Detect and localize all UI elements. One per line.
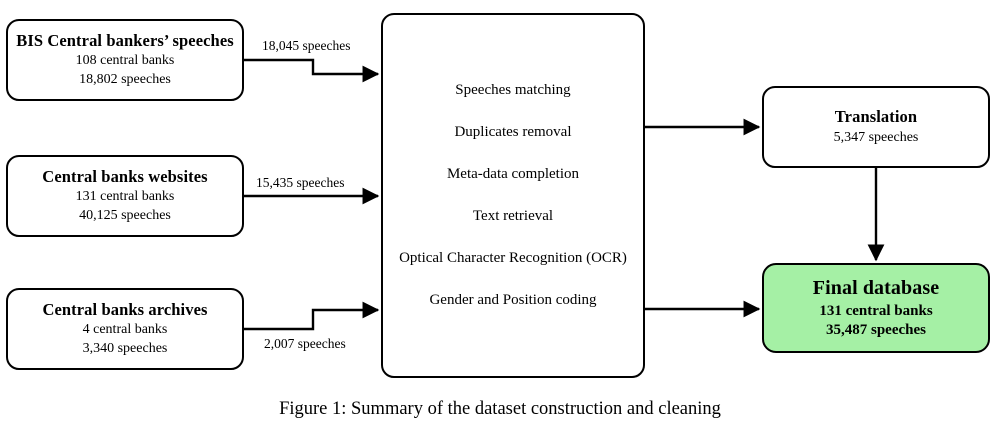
- node-processing-pipeline: Speeches matching Duplicates removal Met…: [381, 13, 645, 378]
- node-detail-banks: 4 central banks: [82, 322, 168, 338]
- node-central-banks-archives: Central banks archives 4 central banks 3…: [6, 288, 244, 370]
- edge-label-archives-speeches: 2,007 speeches: [264, 336, 346, 351]
- node-detail-speeches: 35,487 speeches: [826, 322, 926, 338]
- node-title: BIS Central bankers’ speeches: [16, 30, 234, 50]
- edge-bis-to-process: [244, 58, 380, 83]
- process-step-ocr: Optical Character Recognition (OCR): [399, 250, 627, 266]
- edge-label-websites-speeches: 15,435 speeches: [256, 175, 345, 190]
- node-detail-speeches: 40,125 speeches: [79, 208, 171, 224]
- node-final-database: Final database 131 central banks 35,487 …: [762, 263, 990, 353]
- node-detail-speeches: 18,802 speeches: [79, 72, 171, 88]
- node-detail-speeches: 3,340 speeches: [82, 341, 168, 357]
- node-detail-banks: 131 central banks: [819, 302, 933, 319]
- node-title: Central banks archives: [42, 299, 208, 319]
- node-detail-speeches: 5,347 speeches: [833, 129, 919, 145]
- edge-label-bis-speeches: 18,045 speeches: [262, 38, 351, 53]
- node-detail-banks: 131 central banks: [75, 189, 175, 205]
- process-step-metadata-completion: Meta-data completion: [446, 166, 580, 182]
- process-step-gender-position-coding: Gender and Position coding: [429, 292, 597, 308]
- node-title: Final database: [812, 276, 940, 299]
- node-title: Central banks websites: [42, 166, 208, 186]
- node-central-banks-websites: Central banks websites 131 central banks…: [6, 155, 244, 237]
- node-title: Translation: [834, 107, 918, 127]
- node-translation: Translation 5,347 speeches: [762, 86, 990, 168]
- node-bis-central-bankers-speeches: BIS Central bankers’ speeches 108 centra…: [6, 19, 244, 101]
- edge-archives-to-process: [244, 301, 380, 331]
- node-detail-banks: 108 central banks: [75, 53, 175, 69]
- process-step-duplicates-removal: Duplicates removal: [454, 124, 572, 140]
- process-step-text-retrieval: Text retrieval: [472, 208, 554, 224]
- figure-caption: Figure 1: Summary of the dataset constru…: [279, 399, 721, 419]
- process-step-speeches-matching: Speeches matching: [455, 82, 571, 98]
